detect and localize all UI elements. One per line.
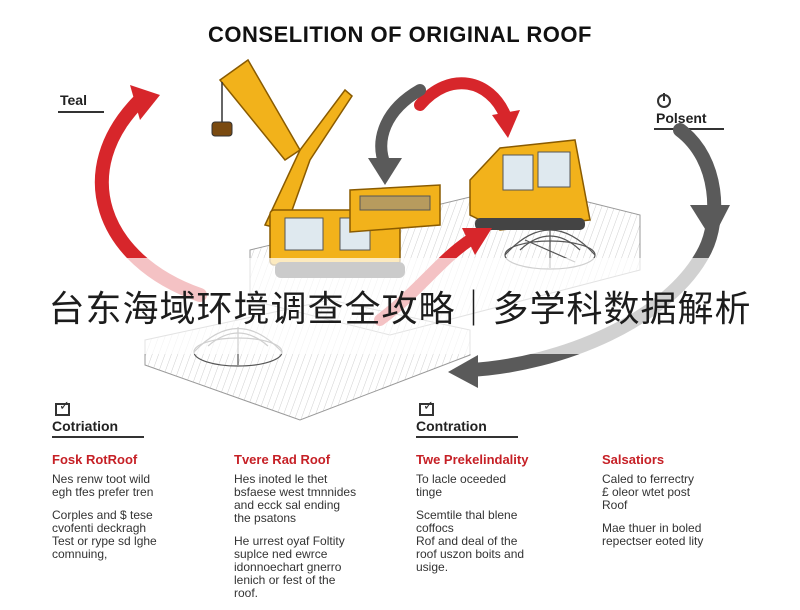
column-paragraph: Nes renw toot wild egh tfes prefer tren (52, 472, 154, 499)
column-paragraph: Caled to ferrectry £ oleor wtet post Roo… (602, 472, 695, 512)
section-heading-left-underline (52, 436, 144, 438)
column-paragraph: To lacle oceeded tinge (416, 472, 507, 499)
red-arrow-top (414, 77, 511, 121)
column-paragraph: Scemtile thal blene coffocs Rof and deal… (416, 508, 525, 574)
diagram-title: CONSELITION OF ORIGINAL ROOF (208, 22, 592, 47)
column-paragraph: He urrest oyaf Foltity suplce ned ewrce … (234, 534, 345, 600)
column-paragraph: Hes inoted le thet bsfaese west tmnnides… (234, 472, 357, 525)
gray-arrow-top (375, 84, 426, 171)
right-label: Polsent (656, 110, 707, 126)
column-4: Salsatiors Caled to ferrectry £ oleor wt… (602, 452, 782, 558)
section-heading-right: Contration (416, 418, 487, 434)
column-paragraph: Corples and $ tese cvofenti deckragh Tes… (52, 508, 157, 561)
section-heading-left: Cotriation (52, 418, 119, 434)
column-heading: Fosk RotRoof (52, 452, 138, 467)
column-heading: Twe Prekelindality (416, 452, 529, 467)
column-paragraph: Mae thuer in boled repectser eoted lity (602, 521, 704, 548)
gray-arrow-top-head (368, 158, 402, 185)
left-label-underline (58, 111, 104, 113)
banner-text: 台东海域环境调查全攻略｜多学科数据解析 (48, 289, 752, 330)
gray-arrow-right-head (448, 355, 478, 388)
section-heading-right-underline (416, 436, 518, 438)
vehicle (469, 139, 591, 231)
left-label: Teal (60, 92, 87, 108)
checkbox-icon (419, 399, 434, 416)
column-2: Tvere Rad Roof Hes inoted le thet bsfaes… (234, 452, 414, 610)
gray-arrow-right-upper-head (690, 205, 730, 240)
column-3: Twe Prekelindality To lacle oceeded ting… (416, 452, 596, 584)
power-icon (657, 93, 671, 108)
checkbox-icon (55, 399, 70, 416)
column-heading: Salsatiors (602, 452, 665, 467)
red-arrow-left-head (130, 85, 160, 120)
red-arrow-top-head (492, 110, 520, 138)
red-arrow-center-head (462, 228, 492, 255)
banner-overlay (0, 258, 800, 354)
column-heading: Tvere Rad Roof (234, 452, 331, 467)
column-1: Fosk RotRoof Nes renw toot wild egh tfes… (52, 452, 232, 571)
